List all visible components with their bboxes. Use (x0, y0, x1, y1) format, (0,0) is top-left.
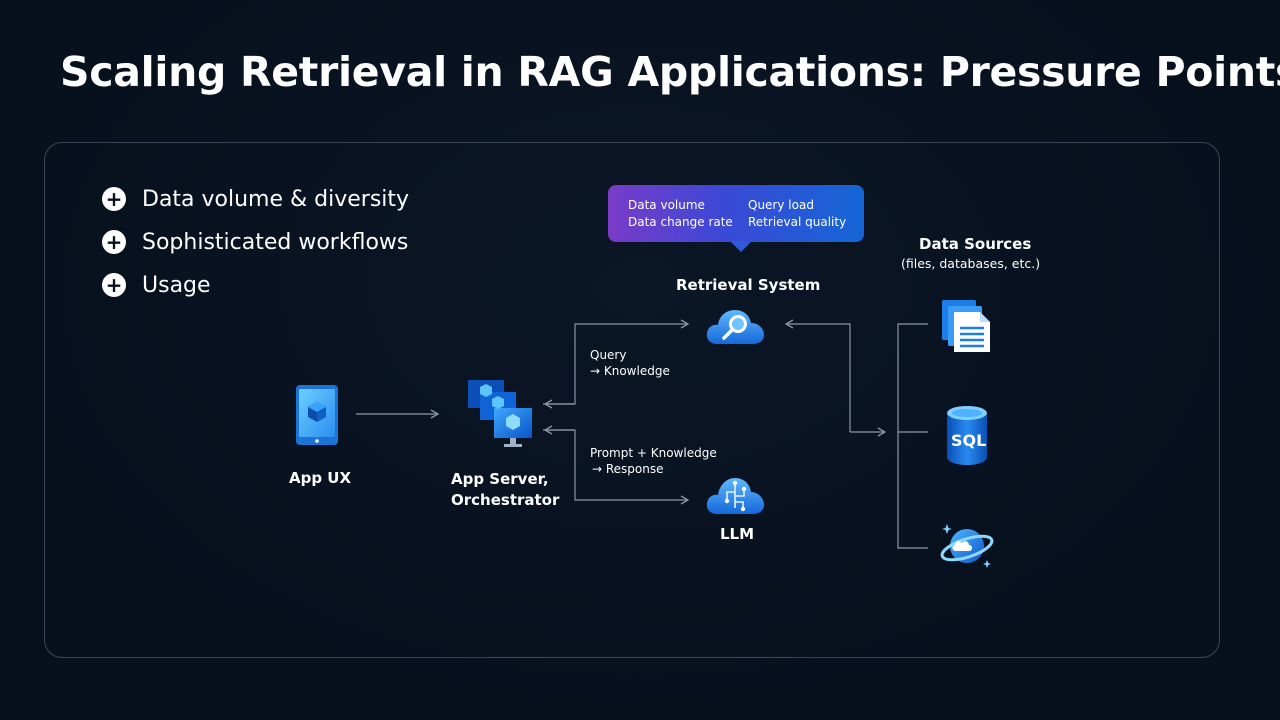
data-sources-sublabel: (files, databases, etc.) (901, 256, 1041, 271)
query-edge-label: Query (590, 348, 627, 362)
plus-icon: + (102, 230, 126, 254)
sql-icon-text: SQL (951, 431, 987, 450)
response-edge-label: → Response (592, 462, 664, 476)
documents-icon (942, 300, 990, 352)
callout-data-change-rate: Data change rate (628, 215, 733, 229)
list-item: + Usage (102, 270, 409, 300)
bullet-text: Data volume & diversity (142, 186, 410, 212)
app-ux-label: App UX (289, 469, 352, 487)
app-server-label: App Server, Orchestrator (451, 469, 560, 511)
list-item: + Data volume & diversity (102, 184, 409, 214)
diagram-panel (44, 142, 1220, 658)
pressure-callout: Data volume Data change rate Query load … (608, 185, 864, 252)
search-cloud-icon (706, 310, 764, 344)
prompt-edge-label: Prompt + Knowledge (590, 446, 717, 460)
callout-retrieval-quality: Retrieval quality (748, 215, 847, 229)
server-monitors-icon (468, 380, 532, 447)
callout-query-load: Query load (748, 198, 814, 212)
app-server-label-line1: App Server, (451, 470, 549, 488)
tablet-icon (296, 385, 338, 445)
knowledge-edge-label: → Knowledge (590, 364, 670, 378)
pressure-points-list: + Data volume & diversity + Sophisticate… (102, 184, 409, 313)
bullet-text: Usage (142, 272, 211, 298)
data-sources-label: Data Sources (919, 235, 1032, 253)
callout-data-volume: Data volume (628, 198, 705, 212)
retrieval-system-label: Retrieval System (676, 276, 821, 294)
page-title: Scaling Retrieval in RAG Applications: P… (60, 48, 1280, 96)
app-server-label-line2: Orchestrator (451, 491, 560, 509)
llm-label: LLM (720, 525, 755, 543)
llm-cloud-icon (706, 478, 764, 514)
cosmos-db-icon (940, 524, 994, 568)
bullet-text: Sophisticated workflows (142, 229, 409, 255)
plus-icon: + (102, 187, 126, 211)
list-item: + Sophisticated workflows (102, 227, 409, 257)
sql-database-icon (947, 406, 987, 465)
plus-icon: + (102, 273, 126, 297)
